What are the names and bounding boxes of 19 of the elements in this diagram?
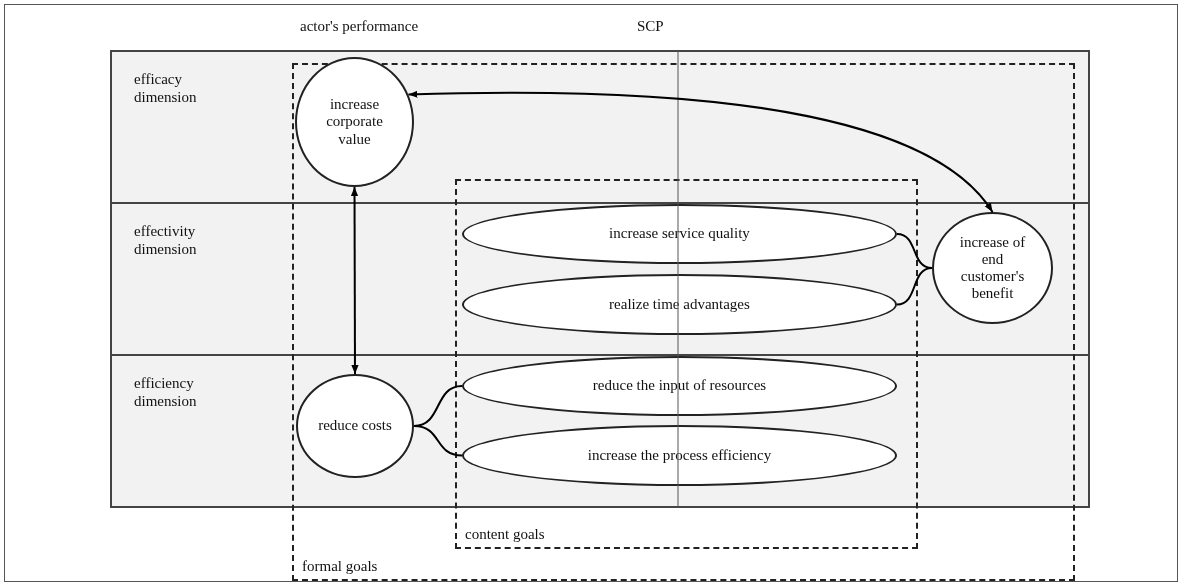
node-text: increase corporate value	[325, 96, 384, 148]
node-text: increase service quality	[608, 225, 751, 243]
connector	[350, 186, 359, 375]
node-text: increase of end customer's benefit	[958, 233, 1027, 303]
connector	[407, 90, 994, 213]
connector	[896, 267, 933, 306]
node-text: reduce the input of resources	[591, 377, 768, 395]
row-heading: efficiency dimension	[134, 374, 198, 410]
connector	[413, 425, 463, 457]
node-text: increase the process efficiency	[586, 446, 773, 465]
column-heading: SCP	[637, 17, 664, 35]
group-label: formal goals	[302, 558, 378, 575]
row-heading: efficacy dimension	[134, 70, 198, 106]
node-text: realize time advantages	[608, 295, 751, 314]
column-heading: actor's performance	[300, 17, 419, 35]
row-heading: effectivity dimension	[134, 222, 198, 258]
dashed-group-frame	[455, 179, 918, 549]
node-text: reduce costs	[317, 417, 393, 435]
group-label: content goals	[465, 526, 545, 543]
